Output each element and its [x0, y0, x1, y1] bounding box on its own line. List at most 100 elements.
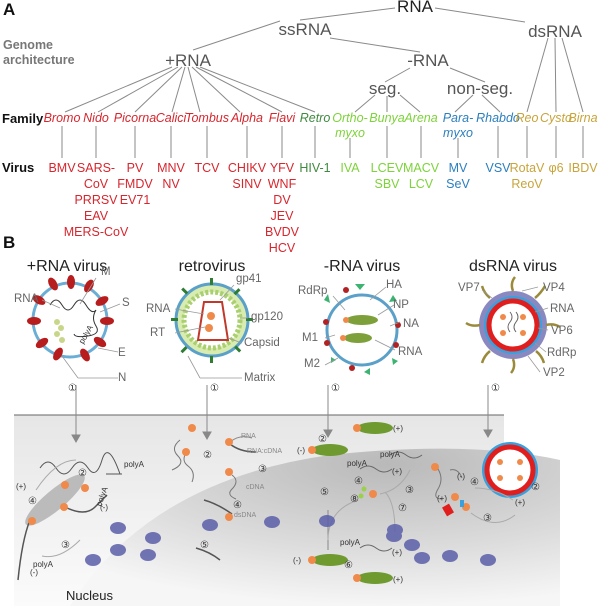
step-entry-retro: ① [210, 383, 219, 394]
family-name: Reo [515, 111, 539, 125]
virus-abbrev: BMV [48, 161, 76, 175]
family-birna: Birna [568, 111, 597, 126]
label-leaders [41, 277, 549, 379]
retro-rna-label: RNA [241, 433, 256, 440]
virus-abbrev: SINV [232, 177, 262, 191]
plus-step-3: ③ [61, 540, 70, 551]
minus-plus-label-1: (+) [393, 424, 403, 433]
virus-list: VSV [485, 160, 510, 176]
virus-abbrev: PV [126, 161, 144, 175]
label-minus-m2: M2 [304, 358, 320, 370]
label-retro-gp120: gp120 [251, 311, 283, 323]
tree-node-rna: RNA [397, 0, 433, 16]
family-para: Para-myxo [443, 111, 474, 141]
family-nido: Nido [83, 111, 109, 126]
virus-abbrev: MNV [157, 161, 185, 175]
minus-minus-label-2: (-) [293, 556, 301, 565]
plus-minus-label-2: (-) [100, 503, 108, 512]
family-name: Cysto [540, 111, 572, 125]
step-entry-plus: ① [68, 383, 77, 394]
label-retro-capsid: Capsid [244, 337, 280, 349]
virus-abbrev: VSV [485, 161, 511, 175]
family-name: Nido [83, 111, 109, 125]
virus-abbrev: EV71 [119, 193, 151, 207]
virus-abbrev: SARS- [76, 161, 116, 175]
ds-step-2: ② [531, 482, 540, 493]
virus-abbrev: SeV [446, 177, 470, 191]
plus-rna-cycle [17, 452, 122, 581]
tree-node-nonseg: non-seg. [446, 79, 514, 98]
ds-plus-label-2: (+) [515, 498, 525, 507]
virus-abbrev: ReoV [511, 177, 543, 191]
panel-a-letter: A [3, 0, 16, 19]
plus-polya-3: polyA [33, 560, 54, 569]
family-ortho: Ortho-myxo [332, 111, 367, 141]
label-plus-s: S [122, 297, 130, 309]
virus-abbrev: WNF [267, 177, 297, 191]
minus-rna-cycle [308, 422, 423, 584]
minus-step-7: ⑦ [398, 503, 407, 514]
family-row-label: Family [2, 111, 44, 126]
nucleus [70, 448, 560, 606]
label-retro-rna: RNA [146, 303, 171, 315]
virus-abbrev: HCV [268, 241, 296, 255]
minus-step-5: ⑤ [320, 487, 329, 498]
virus-title-minus-rna: -RNA virus [323, 258, 401, 275]
virus-abbrev: RotaV [509, 161, 545, 175]
genome-label-line2: architecture [3, 53, 75, 67]
label-ds-vp7: VP7 [458, 282, 480, 294]
tree-node-seg: seg. [368, 79, 402, 98]
ds-plus-label-1: (+) [437, 494, 447, 503]
virus-abbrev: LCEV [370, 161, 404, 175]
virus-abbrev: MERS-CoV [63, 225, 129, 239]
label-retro-matrix: Matrix [244, 372, 276, 384]
plus-step-2: ② [78, 468, 87, 479]
virus-abbrev: CoV [83, 177, 109, 191]
minus-step-4: ④ [354, 476, 363, 487]
family-name: Alpha [231, 111, 263, 125]
label-plus-rna: RNA [14, 293, 39, 305]
entry-arrows [71, 385, 493, 444]
family-name: Tombus [184, 111, 230, 125]
label-minus-m1: M1 [302, 332, 318, 344]
family-name: Retro [299, 111, 331, 125]
retro-cycle [171, 424, 257, 561]
virus-abbrev: MV [448, 161, 468, 175]
nucleus-label: Nucleus [66, 588, 113, 603]
ds-step-3: ③ [483, 513, 492, 524]
virus-abbrev: φ6 [548, 161, 564, 175]
virus-abbrev: IBDV [568, 161, 598, 175]
label-minus-rna: RNA [398, 346, 423, 358]
step-entry-ds: ① [491, 383, 500, 394]
virus-list: RotaV ReoV [510, 160, 545, 192]
virus-abbrev: YFV [269, 161, 295, 175]
minus-step-2: ② [318, 434, 327, 445]
family-alpha: Alpha [231, 111, 263, 126]
virus-abbrev: LCV [408, 177, 434, 191]
label-ds-vp2: VP2 [543, 367, 565, 379]
family-name-line2: myxo [335, 126, 365, 140]
retro-cdna-label: cDNA [246, 484, 265, 491]
virus-title-retro: retrovirus [178, 258, 246, 275]
family-name: Calici [155, 111, 187, 125]
virus-abbrev: NV [162, 177, 180, 191]
label-minus-na: NA [403, 318, 419, 330]
virus-list: BMV [48, 160, 75, 176]
label-retro-gp41: gp41 [236, 273, 262, 285]
plus-rna-virion [27, 275, 114, 362]
virus-list: IVA [340, 160, 359, 176]
step-entry-minus: ① [331, 383, 340, 394]
virus-list: HIV-1 [299, 160, 330, 176]
tree-node-minus-rna: -RNA [407, 51, 449, 70]
nuclear-pores [85, 515, 496, 566]
family-bunya: Bunya [369, 111, 404, 126]
plus-strand-label: (+) [16, 482, 26, 491]
genome-architecture-label: Genome architecture [3, 38, 75, 68]
virus-title-dsrna: dsRNA virus [468, 258, 558, 275]
